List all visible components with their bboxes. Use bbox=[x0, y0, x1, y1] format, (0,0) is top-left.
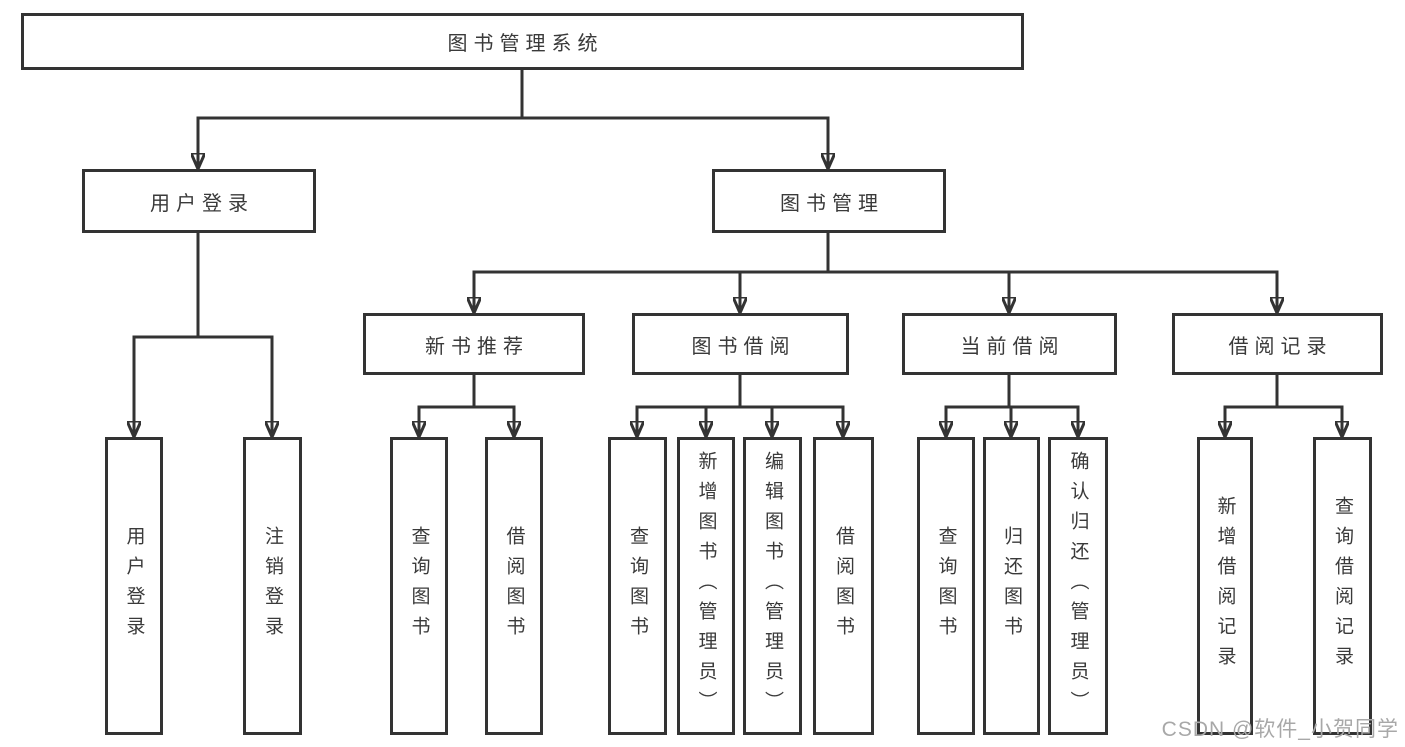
leaf-add-books-admin: 新增图书（管理员） bbox=[677, 437, 735, 735]
node-label: 用户登录 bbox=[123, 526, 145, 646]
connector-book-management-branch bbox=[473, 233, 1279, 309]
node-new-book-recommendation: 新书推荐 bbox=[363, 313, 585, 375]
connector-borrow-records-branch bbox=[1224, 375, 1344, 433]
node-label: 编辑图书（管理员） bbox=[762, 451, 783, 721]
node-book-borrowing: 图书借阅 bbox=[632, 313, 849, 375]
node-label: 借阅图书 bbox=[503, 526, 525, 646]
node-label: 用户登录 bbox=[150, 192, 254, 215]
leaf-return-books: 归还图书 bbox=[983, 437, 1040, 735]
leaf-borrow-books-recommend: 借阅图书 bbox=[485, 437, 543, 735]
node-label: 查询借阅记录 bbox=[1332, 496, 1353, 676]
watermark: CSDN @软件_小贺同学 bbox=[1161, 718, 1399, 741]
connector-new-book-branch bbox=[418, 375, 516, 433]
leaf-borrow-books: 借阅图书 bbox=[813, 437, 874, 735]
node-label: 图书管理 bbox=[780, 192, 884, 215]
node-current-borrowing: 当前借阅 bbox=[902, 313, 1117, 375]
node-label: 新增借阅记录 bbox=[1214, 496, 1236, 676]
node-borrow-records: 借阅记录 bbox=[1172, 313, 1383, 375]
node-label: 查询图书 bbox=[627, 526, 648, 646]
node-book-management: 图书管理 bbox=[712, 169, 946, 233]
leaf-add-borrow-record: 新增借阅记录 bbox=[1197, 437, 1253, 735]
connector-user-login-branch bbox=[133, 233, 274, 433]
node-label: 确认归还（管理员） bbox=[1067, 451, 1089, 721]
leaf-confirm-return-admin: 确认归还（管理员） bbox=[1048, 437, 1108, 735]
connector-root-to-level2 bbox=[197, 70, 830, 165]
node-label: 注销登录 bbox=[262, 526, 283, 646]
leaf-query-borrow-record: 查询借阅记录 bbox=[1313, 437, 1372, 735]
node-label: 图书管理系统 bbox=[447, 33, 604, 55]
leaf-edit-books-admin: 编辑图书（管理员） bbox=[743, 437, 802, 735]
node-label: 借阅记录 bbox=[1228, 335, 1333, 358]
leaf-user-login: 用户登录 bbox=[105, 437, 163, 735]
node-label: 查询图书 bbox=[935, 526, 957, 646]
node-label: 借阅图书 bbox=[833, 526, 854, 646]
node-label: 归还图书 bbox=[1001, 526, 1022, 646]
node-label: 新增图书（管理员） bbox=[695, 451, 717, 721]
connector-current-borrowing-branch bbox=[945, 375, 1080, 433]
leaf-query-books-current: 查询图书 bbox=[917, 437, 975, 735]
node-root: 图书管理系统 bbox=[21, 13, 1024, 70]
node-label: 当前借阅 bbox=[960, 335, 1065, 358]
connector-book-borrowing-branch bbox=[636, 375, 845, 433]
node-label: 图书借阅 bbox=[691, 335, 796, 358]
node-user-login: 用户登录 bbox=[82, 169, 316, 233]
node-label: 新书推荐 bbox=[425, 335, 529, 358]
leaf-query-books-recommend: 查询图书 bbox=[390, 437, 448, 735]
node-label: 查询图书 bbox=[408, 526, 430, 646]
leaf-logout: 注销登录 bbox=[243, 437, 302, 735]
leaf-query-books-borrowing: 查询图书 bbox=[608, 437, 667, 735]
